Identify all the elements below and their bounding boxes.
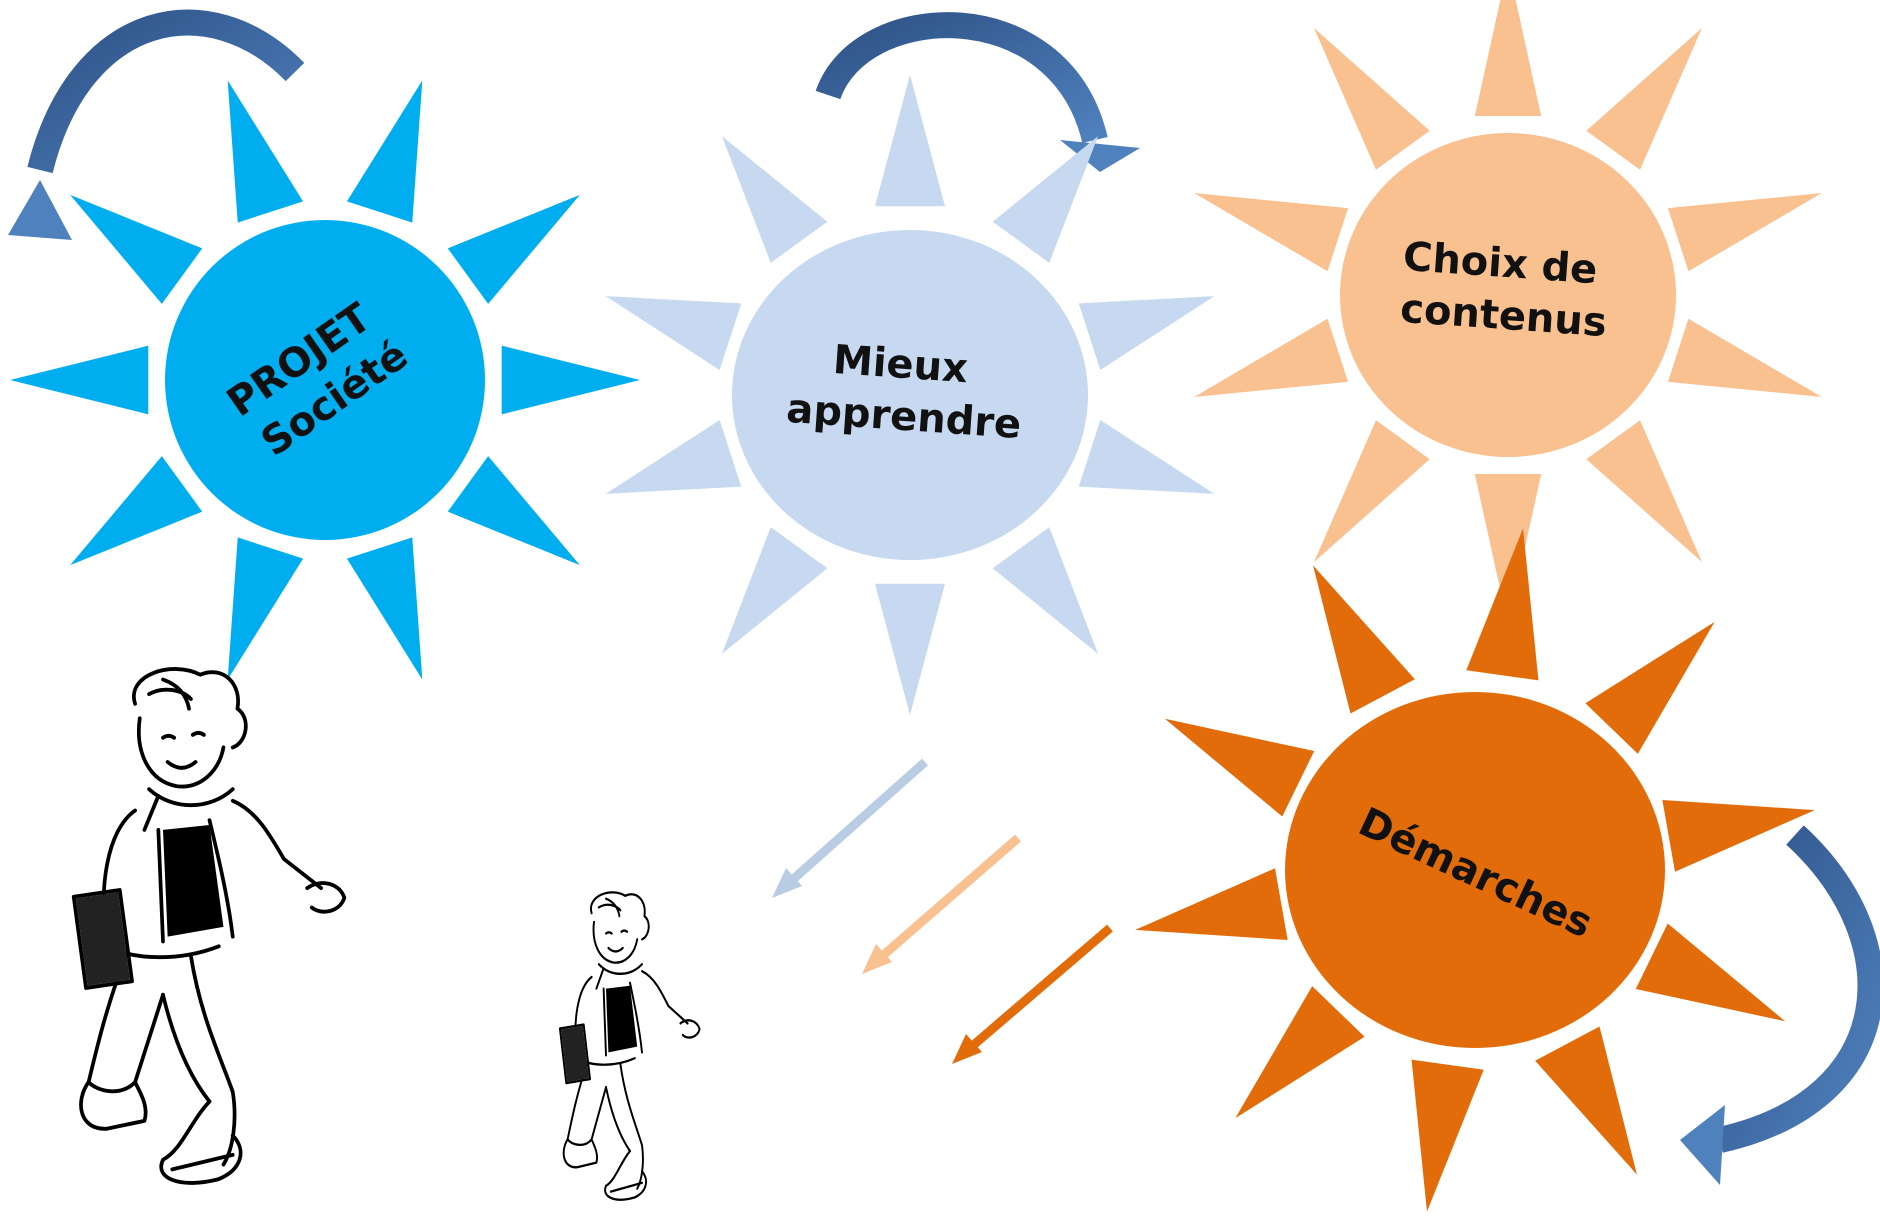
sun-ray [1474, 473, 1542, 625]
sun-ray [1466, 528, 1539, 681]
curved-arrow-top-left [8, 9, 305, 240]
sun-core [1340, 133, 1676, 457]
sun-choix-de-contenus: Choix de contenus [1194, 0, 1822, 625]
sun-ray [227, 80, 304, 223]
sun-ray [1586, 420, 1702, 562]
sun-ray [346, 537, 423, 680]
running-boy-small [558, 891, 701, 1201]
sun-ray [1662, 799, 1815, 872]
sun-ray [1667, 193, 1822, 272]
sun-ray [1235, 986, 1365, 1119]
sun-ray [1314, 420, 1430, 562]
sun-ray [447, 194, 580, 304]
sun-rays [10, 80, 640, 680]
sun-ray [992, 136, 1099, 263]
sun-ray [875, 75, 945, 207]
sun-ray [605, 420, 742, 494]
sun-label-line-1: Mieux [832, 337, 970, 392]
sun-demarches: Démarches [1135, 528, 1815, 1212]
line-arrow-orange [952, 924, 1113, 1064]
sun-ray [1411, 1059, 1484, 1212]
sun-ray [1194, 193, 1349, 272]
sun-ray [1535, 1026, 1637, 1175]
sun-ray [501, 345, 640, 415]
sun-ray [1667, 318, 1822, 397]
sun-rays [605, 75, 1215, 715]
sun-core [165, 220, 485, 540]
sun-ray [1135, 868, 1288, 941]
sun-ray [70, 456, 203, 566]
sun-ray [346, 80, 423, 223]
line-arrow-light-blue [772, 758, 928, 898]
sun-ray [1194, 318, 1349, 397]
running-boy-large [71, 667, 347, 1185]
sun-ray [1474, 0, 1542, 117]
sun-ray [227, 537, 304, 680]
sun-ray [721, 527, 828, 654]
sun-ray [70, 194, 203, 304]
sun-ray [10, 345, 149, 415]
sun-ray [721, 136, 828, 263]
sun-ray [1078, 420, 1215, 494]
sun-ray [1586, 28, 1702, 170]
sun-rays [1135, 528, 1815, 1212]
sun-core [1285, 692, 1665, 1048]
line-arrow-peach [862, 834, 1021, 974]
sun-projet-societe: PROJET Société [10, 80, 640, 680]
sun-ray [1635, 923, 1786, 1022]
sun-ray [1078, 296, 1215, 370]
sun-ray [875, 583, 945, 715]
sun-ray [1313, 565, 1415, 714]
sun-ray [447, 456, 580, 566]
curved-arrow-top-middle [815, 12, 1140, 172]
curved-arrow-bottom-right [1680, 825, 1880, 1185]
sun-ray [1164, 718, 1315, 817]
sun-ray [992, 527, 1099, 654]
sun-core [732, 230, 1088, 560]
sun-rays [1194, 0, 1822, 625]
sun-ray [1314, 28, 1430, 170]
sun-mieux-apprendre: Mieux apprendre [605, 75, 1215, 715]
sun-ray [1585, 621, 1715, 754]
sun-ray [605, 296, 742, 370]
